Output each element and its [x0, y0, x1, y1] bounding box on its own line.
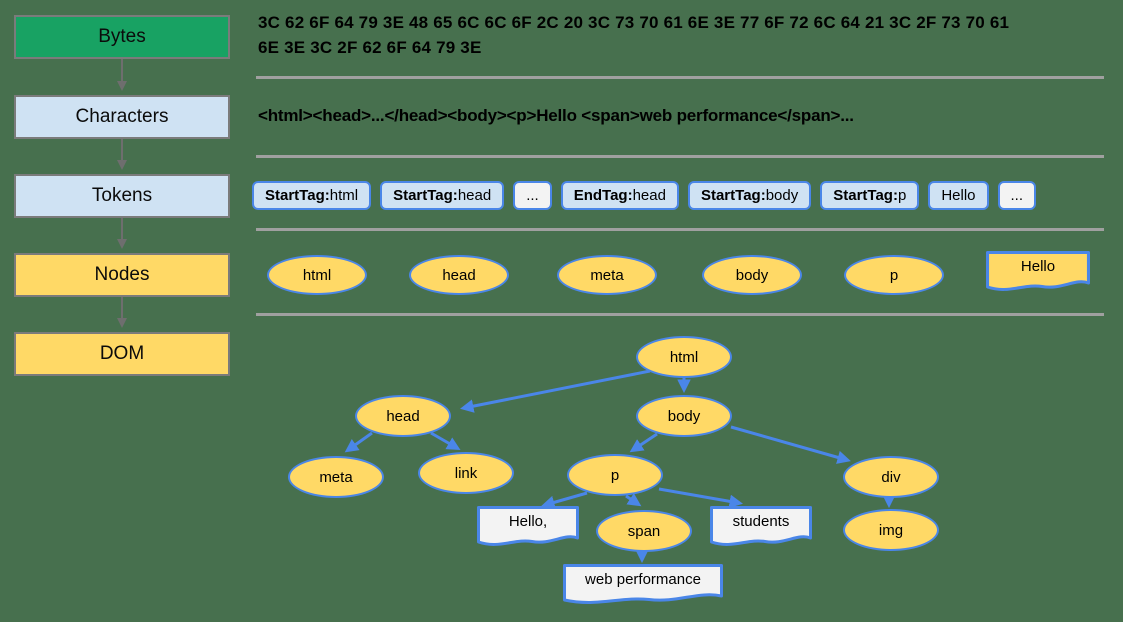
token-value: html — [329, 187, 359, 204]
token-type-label: StartTag: — [700, 187, 766, 204]
text-node-label: students — [732, 513, 790, 530]
dom-textnode-hello: Hello, — [477, 506, 579, 550]
token-row: StartTag: html StartTag: head ... EndTag… — [252, 181, 1037, 210]
row-divider — [256, 76, 1104, 79]
text-node-shape — [477, 506, 579, 546]
token-ellipsis: ... — [513, 181, 552, 210]
token-value: p — [897, 187, 907, 204]
token-starttag-head: StartTag: head — [380, 181, 505, 210]
stage-dom: DOM — [14, 332, 230, 376]
token-value: ... — [1010, 187, 1024, 204]
stage-bytes: Bytes — [14, 15, 230, 59]
token-value: head — [457, 187, 492, 204]
node-ellipse-body: body — [702, 255, 802, 295]
dom-node-link: link — [418, 452, 514, 494]
node-ellipse-p: p — [844, 255, 944, 295]
token-text-hello: Hello — [928, 181, 989, 210]
text-node-label: Hello — [1020, 258, 1056, 275]
dom-node-body: body — [636, 395, 732, 437]
text-node-label: web performance — [585, 571, 701, 588]
token-value: ... — [526, 187, 539, 204]
token-starttag-body: StartTag: body — [687, 181, 812, 210]
edge-body-div — [730, 425, 851, 464]
text-node-shape — [710, 506, 812, 546]
stage-nodes: Nodes — [14, 253, 230, 297]
dom-tree-edges — [344, 369, 896, 564]
dom-node-p: p — [567, 454, 663, 496]
node-ellipse-meta: meta — [557, 255, 657, 295]
token-value: head — [632, 187, 666, 204]
token-starttag-html: StartTag: html — [252, 181, 372, 210]
byte-stream-line-1: 3C 62 6F 64 79 3E 48 65 6C 6C 6F 2C 20 3… — [258, 13, 1010, 32]
edge-head-link — [430, 431, 461, 451]
character-stream-text: <html><head>...</head><body><p>Hello <sp… — [258, 106, 854, 125]
edge-p-span — [625, 493, 642, 507]
node-textbox-hello: Hello — [986, 251, 1090, 295]
dom-node-meta: meta — [288, 456, 384, 498]
edge-p-students — [658, 487, 743, 509]
row-divider — [256, 155, 1104, 158]
dom-node-html: html — [636, 336, 732, 378]
token-type-label: StartTag: — [833, 187, 898, 204]
text-node-shape — [563, 564, 723, 604]
row-divider — [256, 313, 1104, 316]
stage-characters: Characters — [14, 95, 230, 139]
token-ellipsis: ... — [997, 181, 1037, 210]
text-node-shape — [986, 251, 1090, 291]
edge-body-p — [629, 432, 658, 453]
text-node-label: Hello, — [508, 513, 548, 530]
node-ellipse-html: html — [267, 255, 367, 295]
dom-node-div: div — [843, 456, 939, 498]
stage-tokens: Tokens — [14, 174, 230, 218]
edge-p-hello — [541, 491, 588, 509]
token-value: body — [765, 187, 799, 204]
dom-textnode-students: students — [710, 506, 812, 550]
token-value: Hello — [941, 187, 976, 204]
node-ellipse-head: head — [409, 255, 509, 295]
edge-html-head — [460, 369, 651, 413]
token-type-label: EndTag: — [573, 187, 633, 204]
token-type-label: StartTag: — [393, 187, 458, 204]
token-starttag-p: StartTag: p — [820, 181, 920, 210]
dom-node-span: span — [596, 510, 692, 552]
dom-node-img: img — [843, 509, 939, 551]
dom-textnode-web-performance: web performance — [563, 564, 723, 608]
dom-node-head: head — [355, 395, 451, 437]
edge-head-meta — [344, 431, 373, 453]
token-endtag-head: EndTag: head — [560, 181, 679, 210]
row-divider — [256, 228, 1104, 231]
byte-stream-line-2: 6E 3E 3C 2F 62 6F 64 79 3E — [258, 38, 482, 57]
token-type-label: StartTag: — [265, 187, 330, 204]
